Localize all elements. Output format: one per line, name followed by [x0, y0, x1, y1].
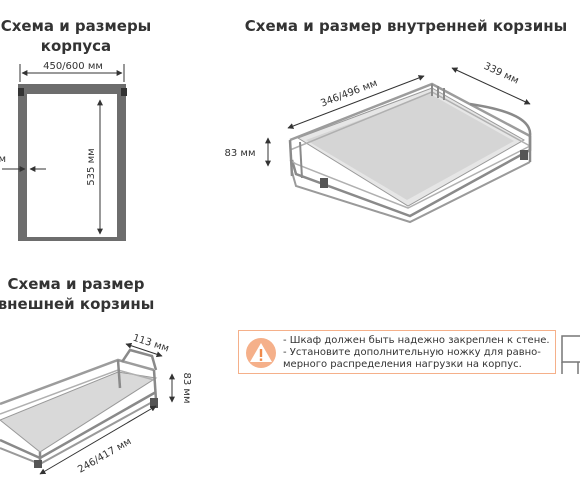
outer-basket-post	[152, 369, 158, 401]
inner-basket-rail-3	[289, 145, 531, 209]
outer-heading-line-1: Схема и размер	[7, 275, 145, 293]
warning-text: - Шкаф должен быть надежно закреплен к с…	[283, 335, 550, 371]
cabinet-heading-line-1: Схема и размеры	[0, 17, 152, 35]
outer-length-label: 246/417 мм	[76, 436, 133, 475]
inner-basket-left-post	[288, 139, 294, 177]
inner-basket-foot	[520, 150, 528, 160]
warning-icon	[246, 338, 276, 368]
outer-basket-foot	[34, 460, 42, 468]
outer-basket-post	[116, 359, 122, 389]
cabinet-heading: Схема и размеры корпуса	[0, 16, 176, 56]
inner-basket-tray-inset	[306, 94, 514, 200]
cabinet-heading-line-2: корпуса	[40, 37, 112, 55]
corner-mark	[121, 88, 127, 96]
outer-depth-arrow	[125, 342, 163, 358]
outer-length-arrow	[39, 405, 157, 475]
inner-basket-bottom-rail	[291, 161, 531, 224]
outer-heading-line-2: внешней корзины	[0, 295, 155, 313]
inner-height-label: 83 мм	[225, 148, 256, 159]
inner-basket-foot	[320, 178, 328, 188]
outer-basket-heading: Схема и размер внешней корзины	[0, 274, 176, 314]
inner-basket-heading: Схема и размер внутренней корзины	[244, 17, 568, 35]
outer-basket-foot	[150, 398, 158, 408]
warning-line-3: мерного распределения нагрузки на корпус…	[283, 359, 522, 370]
leg-sketch	[561, 335, 580, 374]
warning-line-2: - Установите дополнительную ножку для ра…	[283, 347, 541, 358]
corner-mark	[18, 88, 24, 96]
inner-length-arrow	[287, 75, 425, 129]
inner-basket-end-curve	[469, 102, 532, 137]
inner-basket-left-post	[299, 141, 303, 179]
outer-height-label: 83 мм	[181, 373, 192, 404]
warning-box: - Шкаф должен быть надежно закреплен к с…	[238, 330, 556, 374]
warning-line-1: - Шкаф должен быть надежно закреплен к с…	[283, 335, 550, 346]
cabinet-width-label: 450/600 мм	[43, 61, 103, 72]
cabinet-height-label: 535 мм	[86, 148, 97, 185]
inner-depth-arrow	[451, 67, 531, 105]
cabinet-side-label: мм	[0, 154, 6, 165]
